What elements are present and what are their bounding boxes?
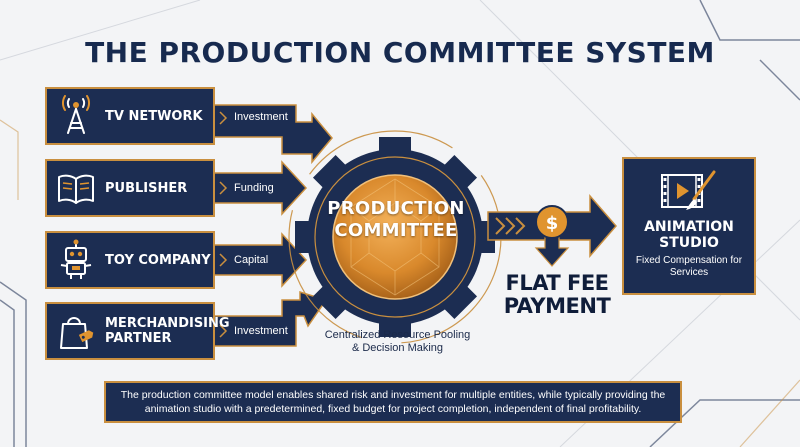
page-title: THE PRODUCTION COMMITTEE SYSTEM bbox=[85, 36, 715, 69]
shopping-bag-icon bbox=[60, 317, 94, 349]
dollar-coin-icon: $ bbox=[535, 205, 569, 239]
committee-caption: Centralized Resource Pooling & Decision … bbox=[324, 329, 471, 354]
entity-publisher: PUBLISHER bbox=[45, 159, 215, 217]
film-paintbrush-icon bbox=[661, 170, 716, 210]
committee-label: PRODUCTION COMMITTEE bbox=[327, 198, 465, 241]
flow-arrow-3 bbox=[213, 232, 308, 288]
entity-merchandising-partner: MERCHANDISING PARTNER bbox=[45, 302, 230, 360]
entity-tv-network: TV NETWORK bbox=[45, 87, 215, 145]
flow-arrow-4 bbox=[213, 290, 328, 347]
antenna-tower-icon bbox=[62, 95, 90, 134]
entity-label: PUBLISHER bbox=[105, 180, 188, 196]
entity-label: TOY COMPANY bbox=[105, 252, 211, 268]
animation-studio-box: ANIMATION STUDIO Fixed Compensation for … bbox=[622, 157, 756, 295]
footer-note: The production committee model enables s… bbox=[104, 381, 682, 423]
flow-label-capital: Capital bbox=[234, 254, 269, 266]
flow-label-funding: Funding bbox=[234, 182, 274, 194]
svg-text:$: $ bbox=[546, 213, 559, 234]
flow-arrow-2 bbox=[213, 160, 308, 216]
entity-label: TV NETWORK bbox=[105, 108, 203, 124]
studio-name: ANIMATION STUDIO bbox=[644, 219, 734, 251]
flow-label-investment: Investment bbox=[234, 111, 288, 123]
entity-toy-company: TOY COMPANY bbox=[45, 231, 215, 289]
footer-text: The production committee model enables s… bbox=[120, 389, 666, 415]
flat-fee-label: FLAT FEE PAYMENT bbox=[503, 271, 611, 318]
open-book-icon bbox=[58, 174, 94, 204]
flow-label-investment-merch: Investment bbox=[234, 325, 288, 337]
robot-icon bbox=[60, 239, 92, 279]
committee-gear-icon bbox=[288, 130, 502, 344]
studio-description: Fixed Compensation for Services bbox=[635, 255, 743, 278]
entity-label: MERCHANDISING PARTNER bbox=[105, 316, 230, 346]
flow-arrow-1 bbox=[213, 104, 333, 165]
